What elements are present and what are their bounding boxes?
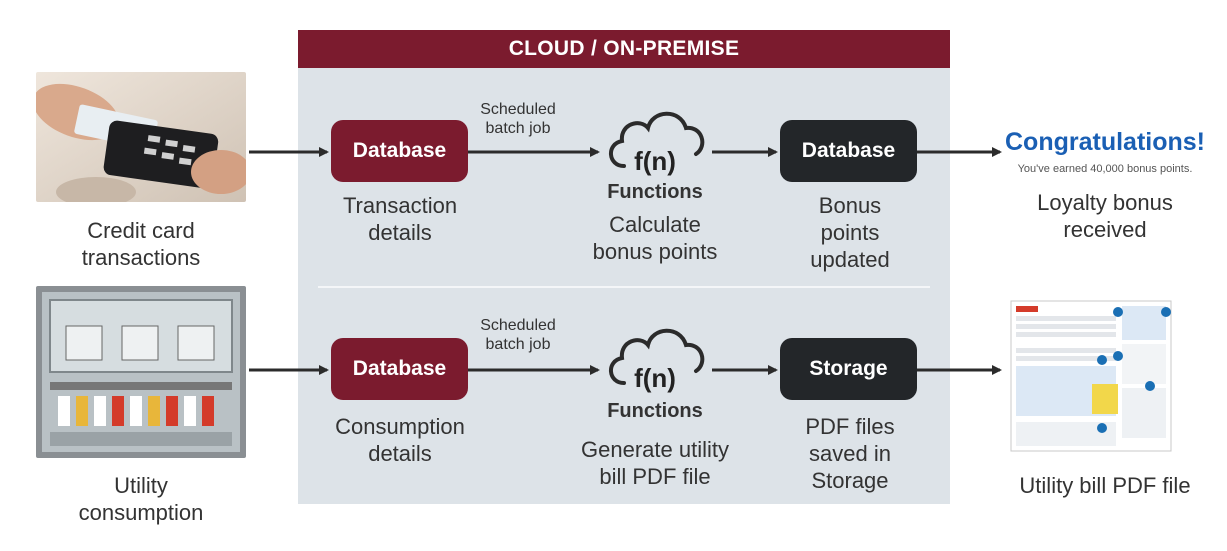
credit-card-terminal-image [36, 72, 246, 202]
credit-card-source-label: Credit card transactions [81, 218, 201, 270]
utility-meter-image [36, 286, 246, 458]
fn-caption-1: Calculate bonus points [592, 212, 718, 264]
db-caption-2: Consumption details [335, 414, 465, 466]
storage-box: Storage [780, 338, 917, 400]
functions-title-1: Functions [607, 181, 703, 203]
batch-job-label-1: Scheduled batch job [480, 101, 556, 137]
panel-title: CLOUD / ON-PREMISE [298, 30, 950, 68]
utility-source-label: Utility consumption [78, 473, 204, 525]
row-divider [318, 286, 930, 288]
target-caption-2: PDF files saved in Storage [805, 414, 895, 493]
cloud-function-icon: f(n) [600, 313, 710, 403]
database-box-1: Database [331, 120, 468, 182]
database-box-2: Database [331, 338, 468, 400]
loyalty-result-label: Loyalty bonus received [1037, 190, 1173, 242]
congrats-title: Congratulations! [1005, 128, 1205, 156]
cloud-panel [298, 30, 950, 504]
batch-job-label-2: Scheduled batch job [480, 317, 556, 353]
database-box-target-1: Database [780, 120, 917, 182]
db-caption-1: Transaction details [342, 193, 458, 245]
fn-symbol-1: f(n) [634, 146, 676, 176]
bill-result-label: Utility bill PDF file [1019, 473, 1191, 498]
cloud-function-icon: f(n) [600, 96, 710, 186]
congrats-subtitle: You've earned 40,000 bonus points. [1017, 163, 1193, 175]
fn-caption-2: Generate utility bill PDF file [581, 437, 729, 489]
functions-title-2: Functions [607, 400, 703, 422]
utility-bill-document-image [1010, 300, 1172, 452]
target-caption-1: Bonus points updated [810, 193, 890, 272]
fn-symbol-2: f(n) [634, 363, 676, 393]
